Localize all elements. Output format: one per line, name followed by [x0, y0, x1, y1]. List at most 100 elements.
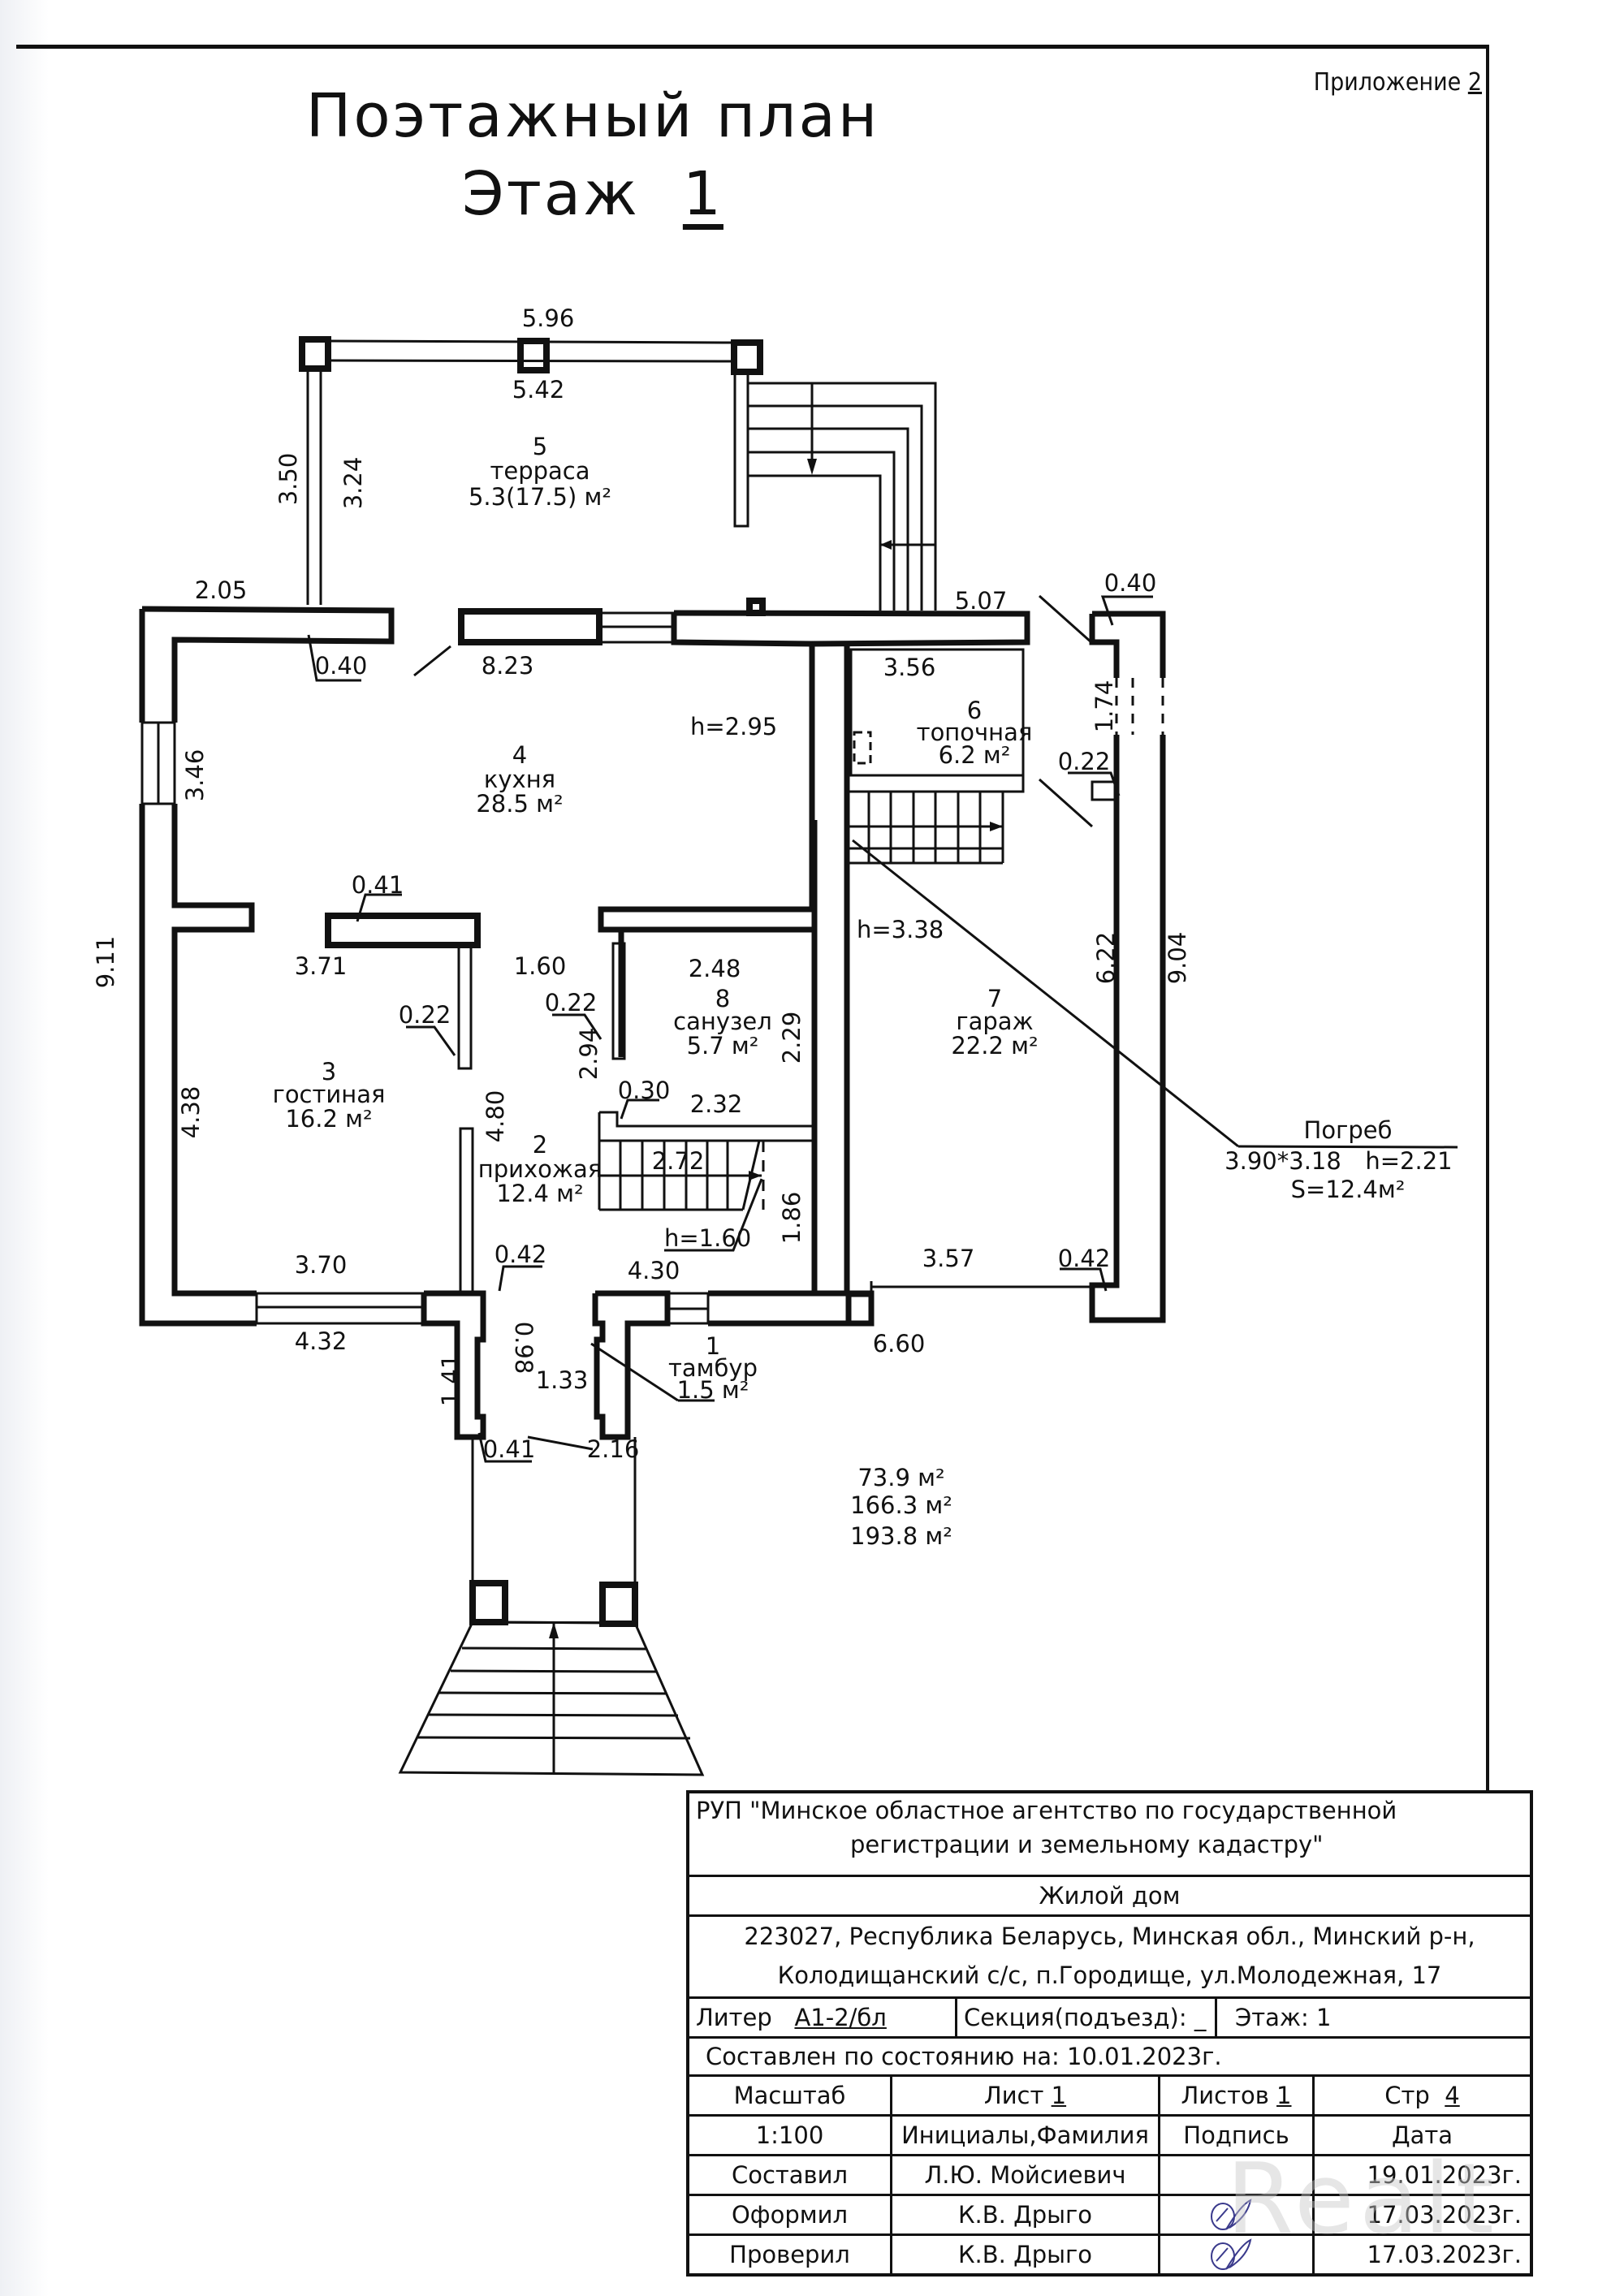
address: 223027, Республика Беларусь, Минская обл…: [689, 1917, 1530, 1996]
room-2-num: 2: [533, 1131, 547, 1159]
dim-corridor-160: 1.60: [514, 952, 567, 980]
dim-186: 1.86: [778, 1192, 806, 1245]
signoff-date: 17.03.2023г.: [1367, 2201, 1522, 2229]
dim-stair-272: 2.72: [652, 1147, 705, 1175]
scale-value: 1:100: [689, 2117, 892, 2154]
dim-porch-098: 0.98: [510, 1322, 538, 1375]
col-sign-header: Подпись: [1160, 2117, 1315, 2154]
dim-kitchen-width: 8.23: [482, 652, 534, 680]
signoff-role: Проверил: [689, 2236, 892, 2273]
room-8-area: 5.7 м²: [687, 1032, 759, 1060]
total-area-3: 193.8 м²: [850, 1522, 952, 1550]
floor-title-number: 1: [682, 159, 723, 229]
dim-living-bottom-outer: 4.32: [295, 1327, 348, 1355]
terrace-column-right: [731, 339, 763, 375]
dim-total-height-left: 9.11: [92, 936, 119, 989]
room-8-name: санузел: [673, 1008, 772, 1035]
signoff-date: 17.03.2023г.: [1367, 2241, 1522, 2268]
dim-left-top: 2.05: [195, 576, 248, 604]
dim-hall-294: 2.94: [575, 1028, 603, 1081]
dim-wall-040-a: 0.40: [315, 652, 368, 680]
dim-bath-height: 2.29: [778, 1012, 806, 1064]
sheets-cell: Листов 1: [1160, 2077, 1315, 2114]
section-value: _: [1194, 2004, 1207, 2031]
page-title: Поэтажный план: [305, 81, 880, 151]
section-label: Секция(подъезд):: [964, 2004, 1187, 2031]
walls: [139, 594, 1458, 1440]
signoff-role: Составил: [689, 2156, 892, 2194]
dim-garage-outer: 6.60: [873, 1330, 926, 1357]
org-name: РУП "Минское областное агентство по госу…: [689, 1793, 1530, 1875]
room-1-area: 1.5 м²: [677, 1376, 749, 1404]
room-1-num: 1: [706, 1332, 720, 1360]
arrow-right-icon: [749, 1171, 762, 1180]
signoff-signature: [1160, 2156, 1315, 2194]
room-5-area: 5.3(17.5) м²: [469, 483, 611, 511]
dim-hall-bottom: 4.30: [628, 1257, 680, 1284]
state-date: Составлен по состоянию на: 10.01.2023г.: [706, 2043, 1222, 2070]
annex-text: Приложение: [1313, 68, 1462, 97]
arrow-up-icon: [549, 1622, 559, 1638]
cellar-area: S=12.4м²: [1291, 1176, 1406, 1203]
dim-opening-174: 1.74: [1091, 680, 1118, 733]
signature-icon: [1160, 2196, 1315, 2233]
signature-icon: [1160, 2236, 1315, 2273]
object-type: Жилой дом: [1039, 1882, 1181, 1910]
dim-terrace-outer-left: 3.50: [274, 453, 302, 506]
room-4-name: кухня: [484, 766, 555, 793]
signoff-name: К.В. Дрыго: [892, 2236, 1160, 2273]
room-7-name: гараж: [956, 1008, 1033, 1035]
dim-porch-141: 1.41: [437, 1354, 464, 1407]
org-name-line2: регистрации и земельному кадастру": [850, 1831, 1324, 1858]
floor-title: Этаж 1: [154, 159, 1031, 229]
dim-wall-022-b: 0.22: [545, 989, 598, 1016]
dim-porch-216: 2.16: [587, 1435, 640, 1463]
staircase-garage: [847, 792, 1004, 865]
dim-total-height-right: 9.04: [1164, 932, 1191, 985]
scale-label: Масштаб: [689, 2077, 892, 2114]
address-line1: 223027, Республика Беларусь, Минская обл…: [744, 1923, 1475, 1950]
floor-label: Этаж:: [1235, 2004, 1309, 2031]
dim-hall-480: 4.80: [482, 1090, 509, 1143]
arrow-left-icon: [880, 540, 892, 550]
dim-wall-042-b: 0.42: [1058, 1245, 1111, 1272]
dim-porch-133: 1.33: [536, 1366, 589, 1394]
dim-kitchen-height: 3.46: [181, 749, 209, 802]
room-2-name: прихожая: [478, 1155, 602, 1183]
sheet-cell: Лист 1: [892, 2077, 1160, 2114]
room-3-name: гостиная: [273, 1081, 386, 1108]
dim-wall-040-b: 0.40: [1104, 569, 1157, 597]
total-area-1: 73.9 м²: [857, 1464, 944, 1491]
watermark: Realt: [1226, 2143, 1499, 2256]
arrow-down-icon: [807, 459, 817, 475]
room-5-num: 5: [533, 433, 547, 460]
room-6-area: 6.2 м²: [939, 741, 1011, 769]
dimension-labels: 5.96 5.42 3.50 3.24 2.05 0.40 8.23 3.46 …: [92, 304, 1191, 1463]
liter-label: Литер: [696, 2004, 772, 2031]
floor-cell: Этаж: 1: [1217, 1999, 1530, 2036]
room-1-name: тамбур: [668, 1354, 758, 1382]
cellar-height: h=2.21: [1365, 1147, 1452, 1175]
dim-garage-height: 6.22: [1092, 932, 1120, 985]
dim-living-bottom-inner: 3.70: [295, 1251, 348, 1279]
dim-stair-232: 2.32: [690, 1090, 743, 1118]
floor-value: 1: [1316, 2004, 1332, 2031]
dim-terrace-outer-top: 5.96: [522, 304, 575, 332]
boiler-icon: [853, 731, 872, 765]
porch: [398, 1437, 705, 1776]
sheet-value: 1: [1051, 2082, 1067, 2109]
liter-value: А1-2/бл: [794, 2004, 887, 2031]
signoff-row: Составил Л.Ю. Мойсиевич 19.01.2023г.: [689, 2156, 1530, 2196]
staircase-hall: [599, 1140, 765, 1211]
page-label: Стр: [1384, 2082, 1430, 2109]
address-line2: Колодищанский с/с, п.Городище, ул.Молоде…: [777, 1962, 1442, 1989]
room-5-name: терраса: [490, 457, 590, 485]
cellar-dims: 3.90*3.18: [1224, 1147, 1341, 1175]
scan-edge: [0, 0, 49, 2296]
col-date-header: Дата: [1391, 2121, 1453, 2149]
dim-wall-022-a: 0.22: [399, 1001, 451, 1029]
terrace-rail-right: [733, 370, 749, 528]
liter-cell: Литер А1-2/бл: [689, 1999, 957, 2036]
title-block: РУП "Минское областное агентство по госу…: [686, 1790, 1533, 2277]
